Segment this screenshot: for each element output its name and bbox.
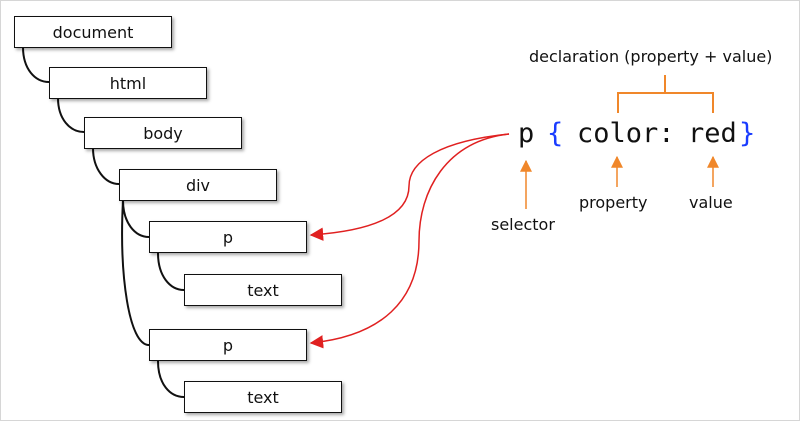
tree-edge-div-p1 [122,199,150,238]
css-open-brace: { [547,118,564,149]
tree-edge-p1-text1 [157,252,185,291]
node-text-first: text [184,274,342,306]
node-p-first-label: p [222,227,234,247]
node-body: body [84,117,242,149]
node-p-second: p [149,329,307,361]
node-div-label: div [185,175,211,195]
selector-label: selector [491,215,555,234]
node-text-second: text [184,381,342,413]
tree-edge-html-body [57,97,85,133]
node-document: document [14,16,172,48]
css-value: red [688,118,737,149]
node-div: div [119,169,277,201]
css-selector: p [518,118,535,149]
node-text-second-label: text [247,387,279,407]
selector-arrow-to-p1 [309,133,510,241]
tree-edge-div-p2 [121,199,150,346]
tree-edge-body-div [92,147,120,185]
node-p-first: p [149,221,307,253]
selector-arrow-to-p2 [309,133,510,349]
node-p-second-label: p [222,335,234,355]
tree-edge-p2-text2 [157,360,185,398]
declaration-label: declaration (property + value) [529,47,773,66]
css-close-brace: } [739,118,756,149]
value-label: value [689,193,733,212]
declaration-bracket [617,75,714,113]
node-text-first-label: text [247,280,279,300]
node-document-label: document [52,22,134,42]
node-html-label: html [109,73,147,93]
node-body-label: body [143,123,183,143]
tree-edge-document-html [22,46,50,83]
css-property: color: [577,118,675,149]
node-html: html [49,67,207,99]
property-label: property [579,193,648,212]
